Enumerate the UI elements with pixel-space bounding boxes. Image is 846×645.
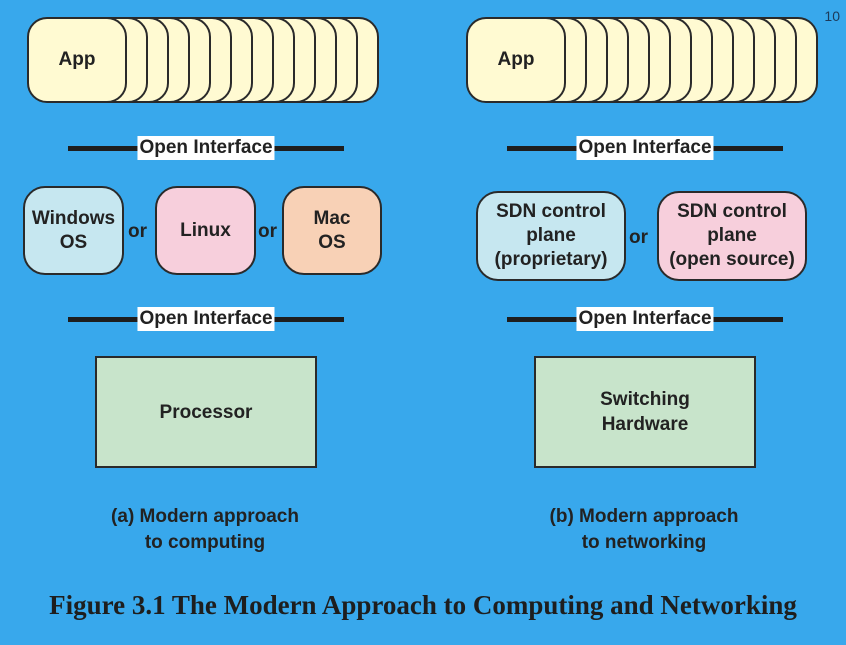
page-number: 10 [824,8,840,24]
interface-label: Open Interface [137,307,275,331]
app-card-front [466,17,566,103]
app-label: App [58,49,96,70]
app-card-front [27,17,127,103]
interface-label: Open Interface [576,307,714,331]
open-interface-upper: Open Interface [507,136,783,160]
app-label: App [497,49,535,70]
sdn-control-plane-proprietary: SDN control plane (proprietary) [476,191,626,281]
os-mac: Mac OS [282,186,382,275]
subcaption-b: (b) Modern approach to networking [549,506,739,553]
or-label: or [128,221,147,242]
figure-caption: Figure 3.1 The Modern Approach to Comput… [49,590,797,620]
sdn-control-plane-open-source: SDN control plane (open source) [657,191,807,281]
open-interface-lower: Open Interface [507,307,783,331]
subcaption-a: (a) Modern approach to computing [111,506,299,553]
open-interface-upper: Open Interface [68,136,344,160]
or-label: or [258,221,277,242]
or-label: or [629,227,648,248]
os-linux: Linux [155,186,256,275]
hardware-processor: Processor [95,356,317,468]
interface-label: Open Interface [576,136,714,160]
open-interface-lower: Open Interface [68,307,344,331]
interface-label: Open Interface [137,136,275,160]
hardware-switching: Switching Hardware [534,356,756,468]
os-windows: Windows OS [23,186,124,275]
